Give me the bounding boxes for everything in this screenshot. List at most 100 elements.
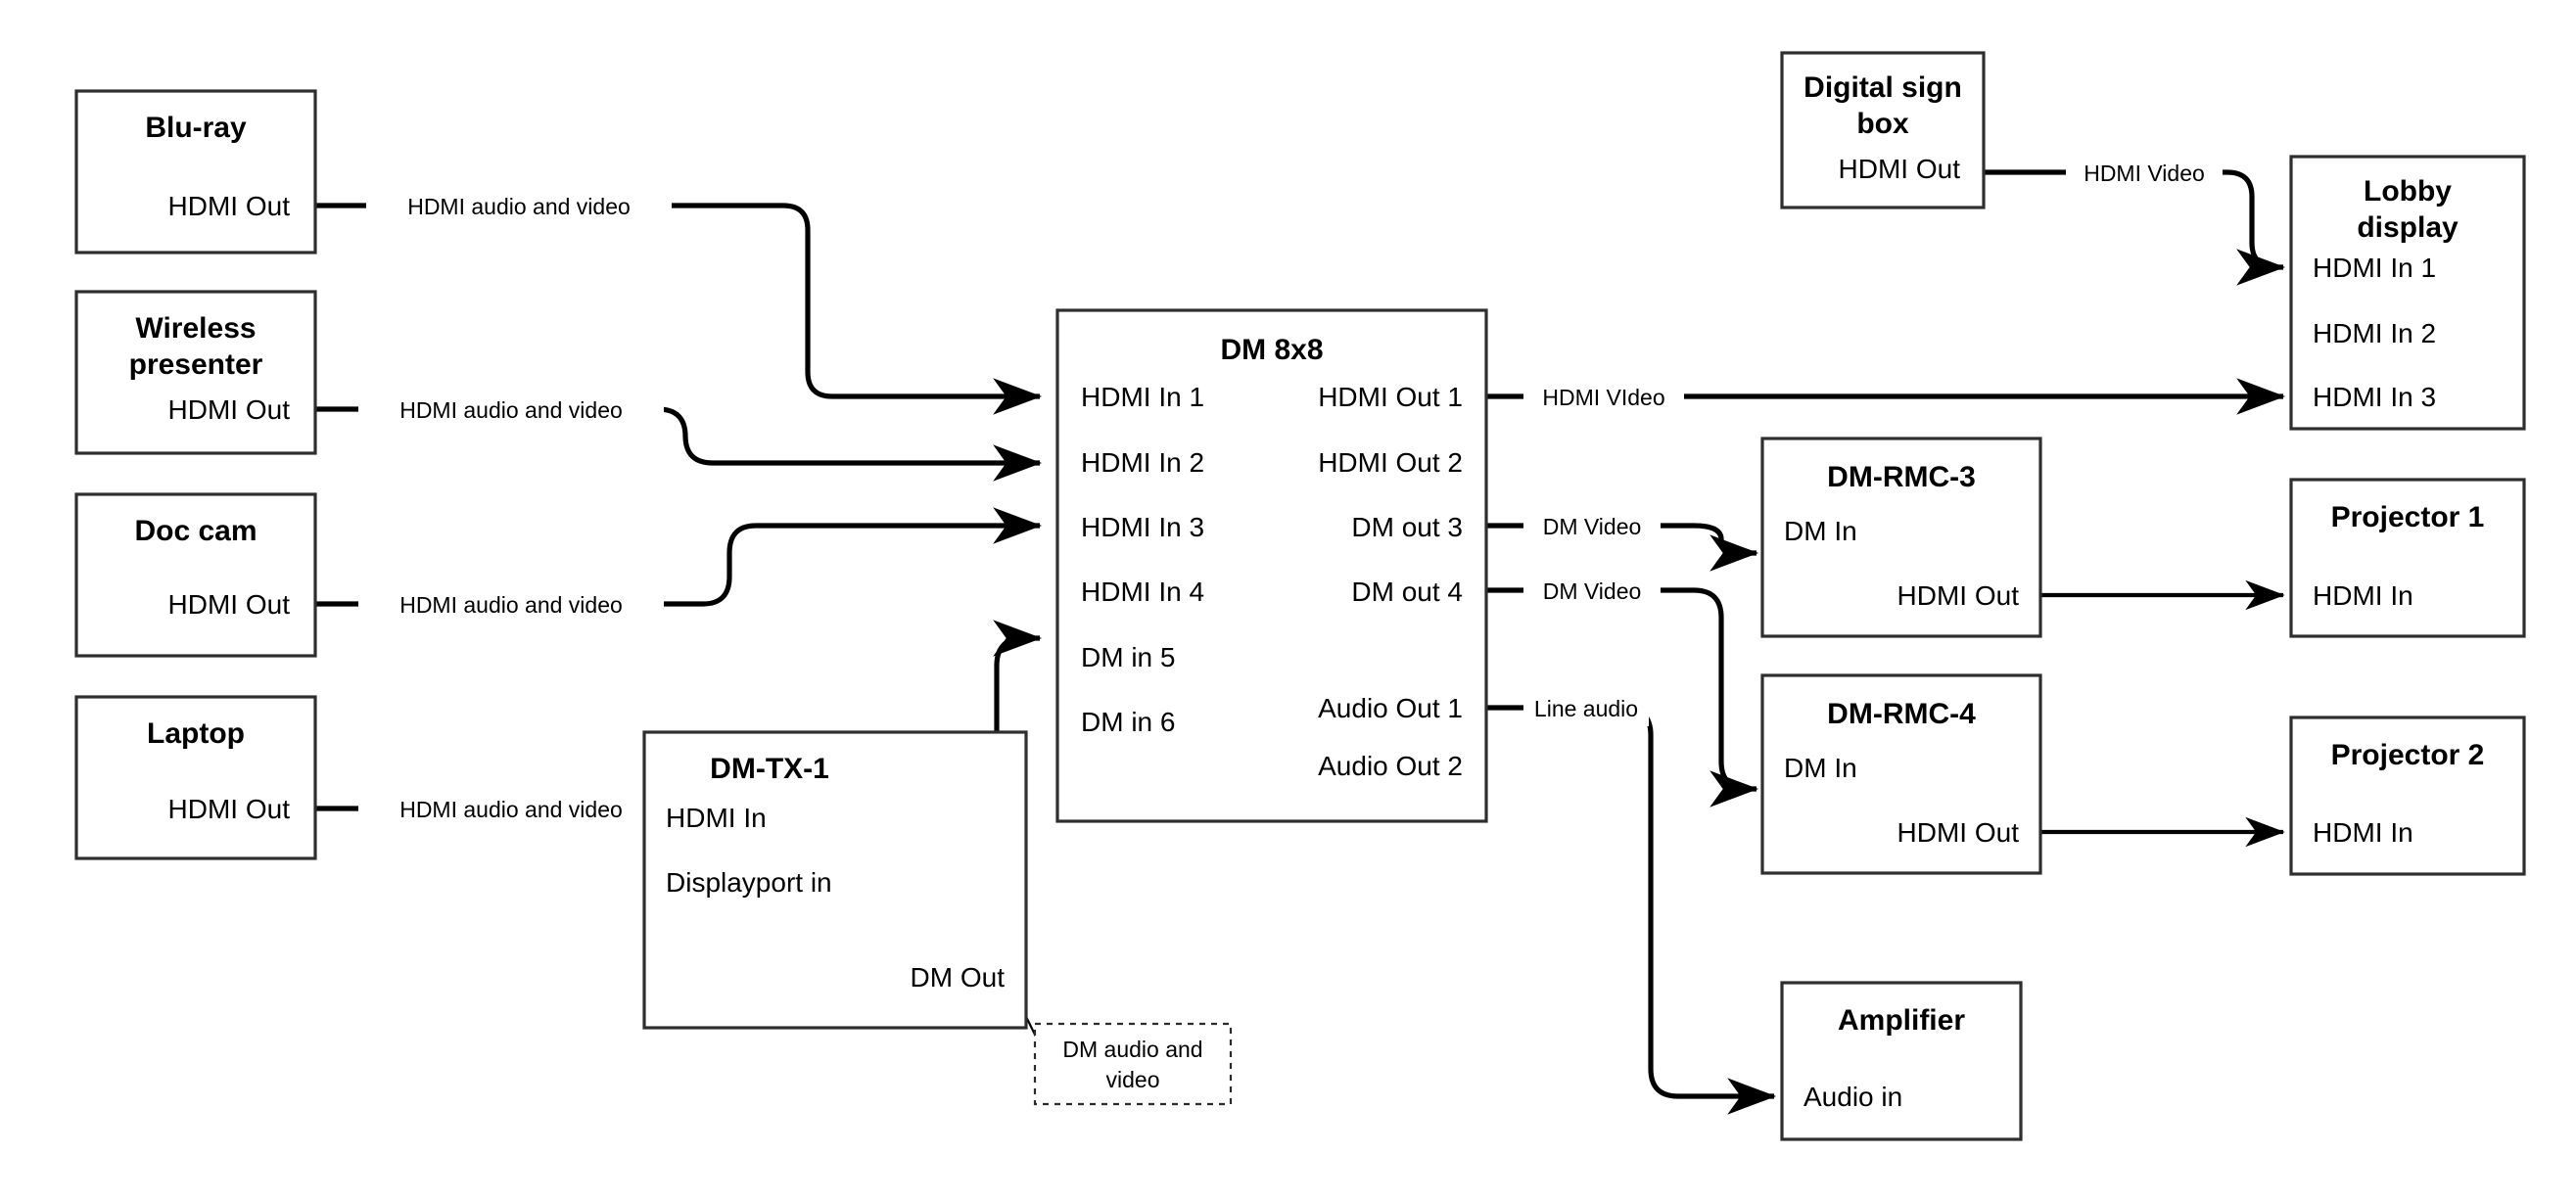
port-dm-in: DM In — [1784, 516, 1857, 546]
port-hdmi-out: HDMI Out — [168, 394, 291, 425]
node-title: Blu-ray — [145, 112, 247, 144]
node-projector-2[interactable]: Projector 2 HDMI In — [2289, 716, 2526, 876]
port-hdmi-in-3: HDMI In 3 — [2313, 382, 2436, 412]
connection-bluray-to-dm: HDMI audio and video — [315, 187, 1043, 415]
wire-path — [1486, 587, 1759, 808]
node-wireless-presenter[interactable]: Wireless presenter HDMI Out — [74, 290, 317, 455]
port-hdmi-out-1: HDMI Out 1 — [1318, 382, 1463, 412]
port-hdmi-in-3: HDMI In 3 — [1081, 512, 1204, 542]
node-title: Laptop — [147, 717, 245, 750]
wire-label-bg — [1523, 378, 1684, 415]
node-title-line-2: display — [2357, 211, 2459, 244]
node-title: Doc cam — [134, 515, 257, 547]
connection-laptop-to-tx: HDMI audio and video — [315, 790, 664, 827]
node-box[interactable] — [2289, 155, 2526, 431]
wire-label-bg — [1523, 507, 1661, 544]
node-blu-ray[interactable]: Blu-ray HDMI Out — [74, 89, 317, 254]
connection-doccam-to-dm: HDMI audio and video — [315, 507, 1043, 623]
connection-wireless-to-dm: HDMI audio and video — [315, 391, 1043, 482]
port-dm-out-3: DM out 3 — [1351, 512, 1463, 542]
node-dm-tx-1[interactable]: DM-TX-1 HDMI In Displayport in DM Out — [642, 730, 1028, 1030]
node-doc-cam[interactable]: Doc cam HDMI Out — [74, 492, 317, 658]
wire-path — [1984, 169, 2286, 286]
port-dm-in: DM In — [1784, 753, 1857, 783]
wire-path — [315, 406, 1043, 482]
wire-label-bg — [358, 391, 664, 428]
port-audio-out-1: Audio Out 1 — [1318, 693, 1463, 723]
node-box[interactable] — [2289, 716, 2526, 876]
callout-line-2: video — [1106, 1067, 1160, 1092]
wire-label-amp: Line audio — [1534, 696, 1638, 721]
node-projector-1[interactable]: Projector 1 HDMI In — [2289, 478, 2526, 638]
node-box[interactable] — [74, 492, 317, 658]
wire-label-rmc4: DM Video — [1543, 578, 1642, 604]
port-hdmi-in: HDMI In — [666, 803, 767, 833]
node-amplifier[interactable]: Amplifier Audio in — [1780, 981, 2023, 1141]
wire-path — [315, 203, 1043, 415]
port-hdmi-in-1: HDMI In 1 — [1081, 382, 1204, 412]
node-box[interactable] — [1780, 51, 1986, 209]
port-displayport-in: Displayport in — [666, 867, 832, 898]
port-hdmi-out: HDMI Out — [1897, 817, 2020, 848]
port-hdmi-out: HDMI Out — [1897, 580, 2020, 611]
connection-sign-to-lobby: HDMI Video — [1984, 154, 2286, 286]
node-title: Amplifier — [1838, 1004, 1965, 1037]
node-title: DM-RMC-3 — [1827, 461, 1976, 493]
wire-label-bg — [2066, 154, 2223, 191]
port-hdmi-in-2: HDMI In 2 — [1081, 447, 1204, 478]
callout-line-1: DM audio and — [1062, 1037, 1202, 1062]
wire-label-bg — [358, 790, 664, 827]
node-title-line-1: Wireless — [135, 312, 256, 345]
connection-dm-to-rmc3: DM Video — [1486, 507, 1759, 572]
node-digital-sign-box[interactable]: Digital sign box HDMI Out — [1780, 51, 1986, 209]
port-hdmi-out: HDMI Out — [1839, 154, 1961, 184]
connection-dm-to-rmc4: DM Video — [1486, 572, 1759, 808]
node-box[interactable] — [642, 730, 1028, 1030]
wire-label-laptop: HDMI audio and video — [399, 797, 623, 822]
node-box[interactable] — [1055, 308, 1488, 823]
node-box[interactable] — [2289, 478, 2526, 638]
node-box[interactable] — [74, 695, 317, 860]
node-dm-rmc-3[interactable]: DM-RMC-3 DM In HDMI Out — [1760, 437, 2042, 638]
node-title: DM-RMC-4 — [1827, 698, 1976, 730]
port-hdmi-in-1: HDMI In 1 — [2313, 253, 2436, 283]
node-title-line-2: presenter — [129, 348, 263, 381]
node-box[interactable] — [1760, 673, 2042, 875]
node-laptop[interactable]: Laptop HDMI Out — [74, 695, 317, 860]
node-box[interactable] — [1780, 981, 2023, 1141]
wire-path — [1486, 705, 1777, 1115]
node-title: DM-TX-1 — [710, 753, 829, 785]
wire-label-bg — [358, 585, 664, 623]
node-box[interactable] — [74, 89, 317, 254]
node-lobby-display[interactable]: Lobby display HDMI In 1 HDMI In 2 HDMI I… — [2289, 155, 2526, 431]
port-hdmi-out: HDMI Out — [168, 191, 291, 221]
node-box[interactable] — [1760, 437, 2042, 638]
port-dm-in-6: DM in 6 — [1081, 707, 1175, 737]
connection-dm-to-lobby: HDMI VIdeo — [1486, 378, 2286, 415]
wire-label-bluray: HDMI audio and video — [407, 194, 631, 219]
node-dm-8x8[interactable]: DM 8x8 HDMI In 1 HDMI In 2 HDMI In 3 HDM… — [1055, 308, 1488, 823]
port-audio-out-2: Audio Out 2 — [1318, 751, 1463, 781]
node-dm-rmc-4[interactable]: DM-RMC-4 DM In HDMI Out — [1760, 673, 2042, 875]
wire-label-wireless: HDMI audio and video — [399, 397, 623, 423]
node-title-line-2: box — [1856, 108, 1909, 140]
wire-path — [315, 507, 1043, 607]
wire-label-bg — [366, 187, 672, 224]
node-title: Projector 1 — [2331, 501, 2485, 533]
node-title-line-1: Lobby — [2364, 175, 2452, 208]
callout-dm-audio-and-video: DM audio and video — [1033, 1022, 1233, 1106]
port-hdmi-in-2: HDMI In 2 — [2313, 318, 2436, 348]
port-dm-out: DM Out — [911, 962, 1006, 993]
port-hdmi-out-2: HDMI Out 2 — [1318, 447, 1463, 478]
connection-dm-to-amp: Line audio — [1486, 689, 1777, 1115]
port-audio-in: Audio in — [1803, 1082, 1902, 1112]
callout-box — [1033, 1022, 1233, 1106]
port-dm-in-5: DM in 5 — [1081, 642, 1175, 672]
port-hdmi-out: HDMI Out — [168, 794, 291, 824]
port-hdmi-in: HDMI In — [2313, 580, 2413, 611]
node-box[interactable] — [74, 290, 317, 455]
port-hdmi-in: HDMI In — [2313, 817, 2413, 848]
node-title: Projector 2 — [2331, 739, 2485, 771]
